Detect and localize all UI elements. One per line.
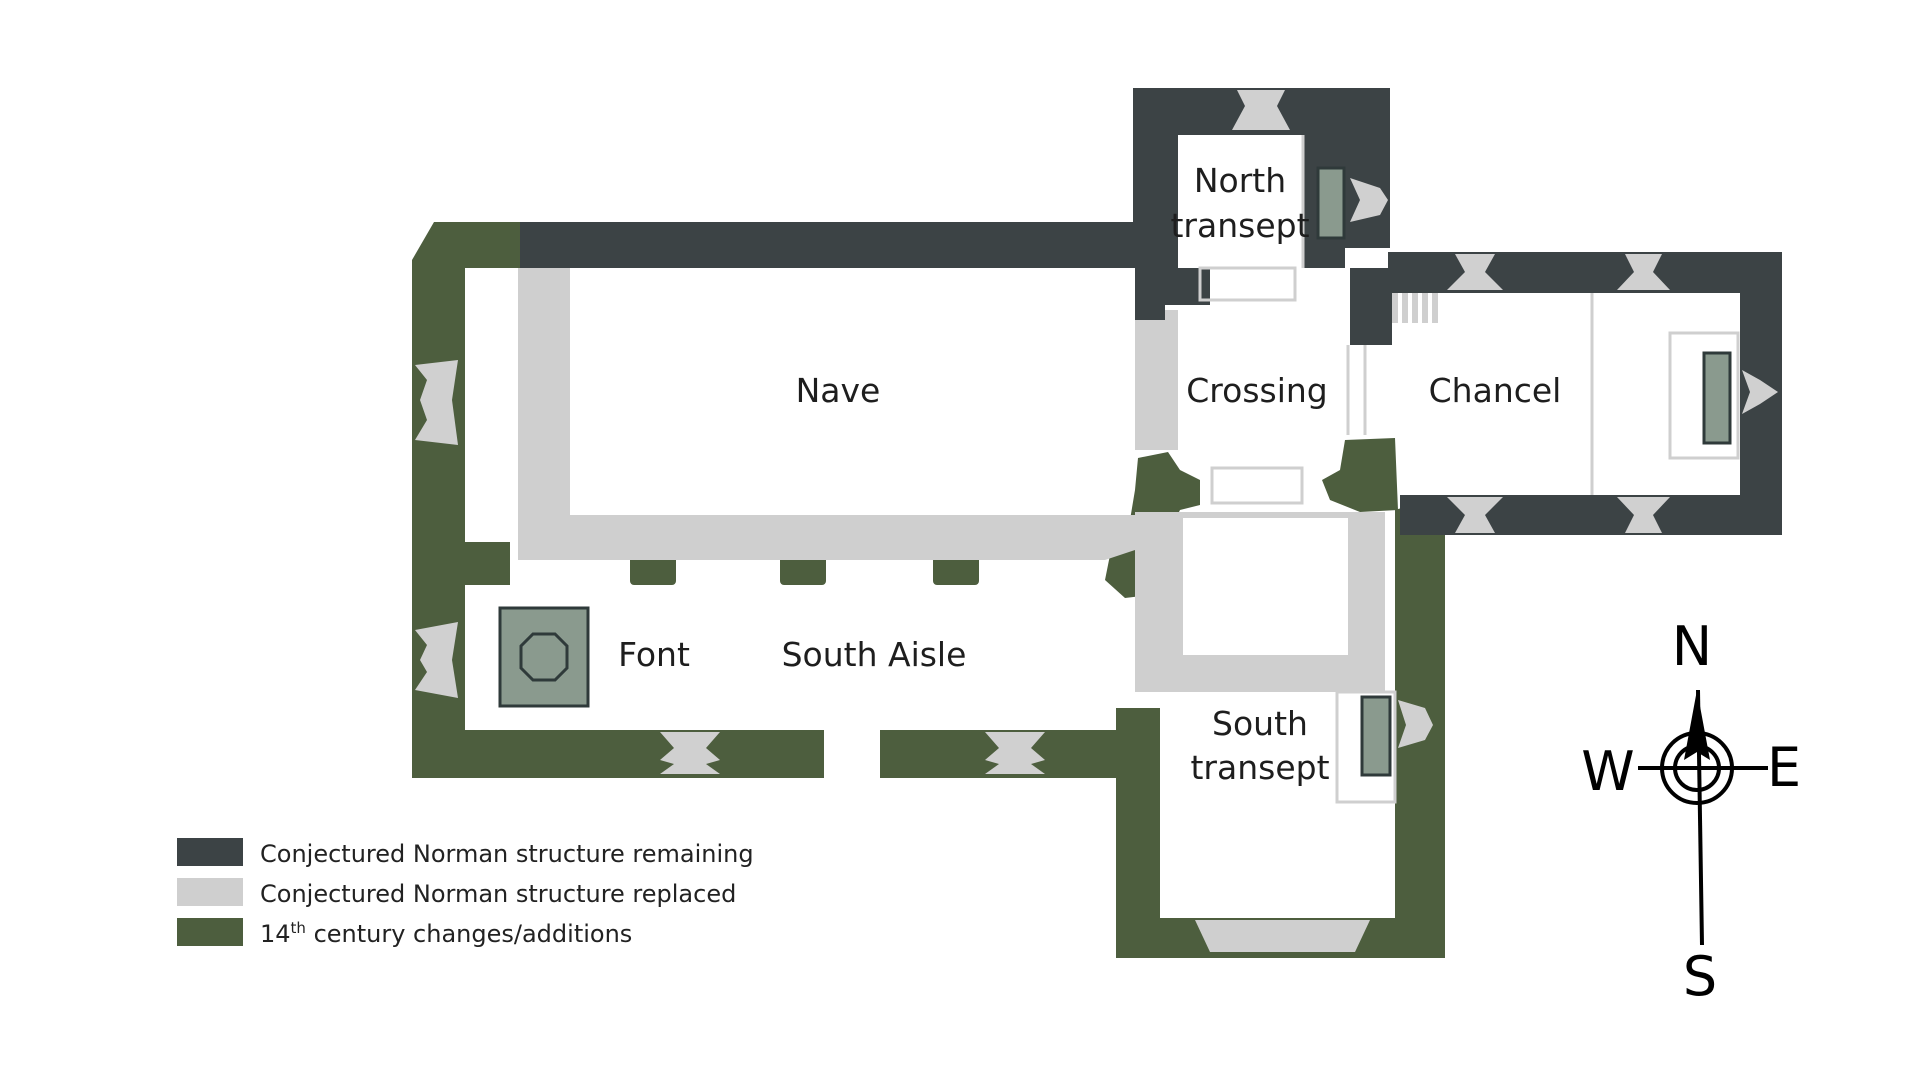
fixtures	[498, 166, 1732, 777]
altar-rail	[1668, 331, 1740, 460]
chancel-south-window-2	[1617, 497, 1670, 533]
chancel-north-window-2	[1617, 254, 1670, 290]
south-aisle-wall-west	[412, 730, 824, 778]
font-basin-base	[498, 606, 590, 708]
north-transept-window	[1232, 90, 1290, 130]
nave-label: Nave	[796, 371, 881, 410]
west-window-north	[415, 360, 458, 445]
south-transept-south-window	[1195, 920, 1370, 952]
room-labels: North transept Nave Crossing Chancel Fon…	[618, 161, 1561, 787]
north-transept-label-1: North	[1194, 161, 1286, 200]
crossing-west-wall	[1135, 310, 1178, 450]
west-wall	[412, 222, 520, 730]
compass-e: E	[1767, 736, 1801, 799]
legend-swatch-14th-century	[177, 918, 243, 946]
compass-n: N	[1672, 615, 1712, 678]
font-basin	[519, 632, 569, 682]
legend-swatch-norman-remaining	[177, 838, 243, 866]
legend-label-norman-replaced: Conjectured Norman structure replaced	[260, 880, 736, 908]
chancel-north-window-1	[1447, 254, 1503, 290]
legend: Conjectured Norman structure remaining C…	[177, 838, 754, 948]
legend-label-14th-sup: th	[291, 919, 306, 937]
chancel-east-window	[1742, 370, 1778, 414]
south-transept-label-2: transept	[1190, 748, 1329, 787]
legend-label-14th-century: 14th century changes/additions	[260, 919, 632, 948]
compass-needle-icon	[1684, 690, 1710, 760]
walls-norman-remaining	[520, 88, 1782, 535]
crossing-pier-se	[1322, 438, 1398, 512]
north-transept-altar	[1316, 166, 1346, 240]
south-transept-chapel	[1335, 690, 1397, 804]
crossing-label: Crossing	[1186, 371, 1328, 410]
legend-swatch-norman-replaced	[177, 878, 243, 906]
nave-west-south-wall	[518, 268, 1135, 560]
west-window-south	[415, 622, 458, 698]
south-transept-inner-wall	[1135, 512, 1385, 692]
chancel-altar	[1702, 351, 1732, 445]
legend-label-14th-prefix: 14	[260, 920, 291, 948]
south-aisle-window-2	[985, 732, 1045, 774]
south-transept-altar	[1360, 695, 1392, 777]
south-transept-label-1: South	[1212, 704, 1308, 743]
chancel-south-window-1	[1447, 497, 1503, 533]
legend-label-14th-suffix: century changes/additions	[306, 920, 632, 948]
chancel-steps	[1392, 293, 1438, 323]
north-transept-screen	[1198, 266, 1297, 302]
south-transept-east-window	[1398, 700, 1433, 748]
compass-w: W	[1581, 740, 1634, 803]
fine-lines	[1198, 135, 1740, 804]
nave-north-wall	[520, 222, 1140, 268]
south-aisle-window-1	[660, 732, 720, 774]
chancel-wall	[1350, 252, 1782, 535]
window-details	[415, 90, 1778, 774]
compass-s: S	[1683, 945, 1717, 1008]
font-label: Font	[618, 635, 690, 674]
chancel-label: Chancel	[1429, 371, 1562, 410]
north-transept-wall	[1133, 88, 1390, 320]
south-transept-wall	[1116, 495, 1445, 958]
north-transept-east-window	[1350, 178, 1388, 222]
arcade-respond-west	[465, 542, 510, 585]
crossing-south-arch	[1210, 466, 1304, 505]
north-transept-label-2: transept	[1170, 206, 1309, 245]
south-aisle-label: South Aisle	[782, 635, 967, 674]
compass-rose: N S E W	[1581, 615, 1801, 1008]
legend-label-norman-remaining: Conjectured Norman structure remaining	[260, 840, 754, 868]
